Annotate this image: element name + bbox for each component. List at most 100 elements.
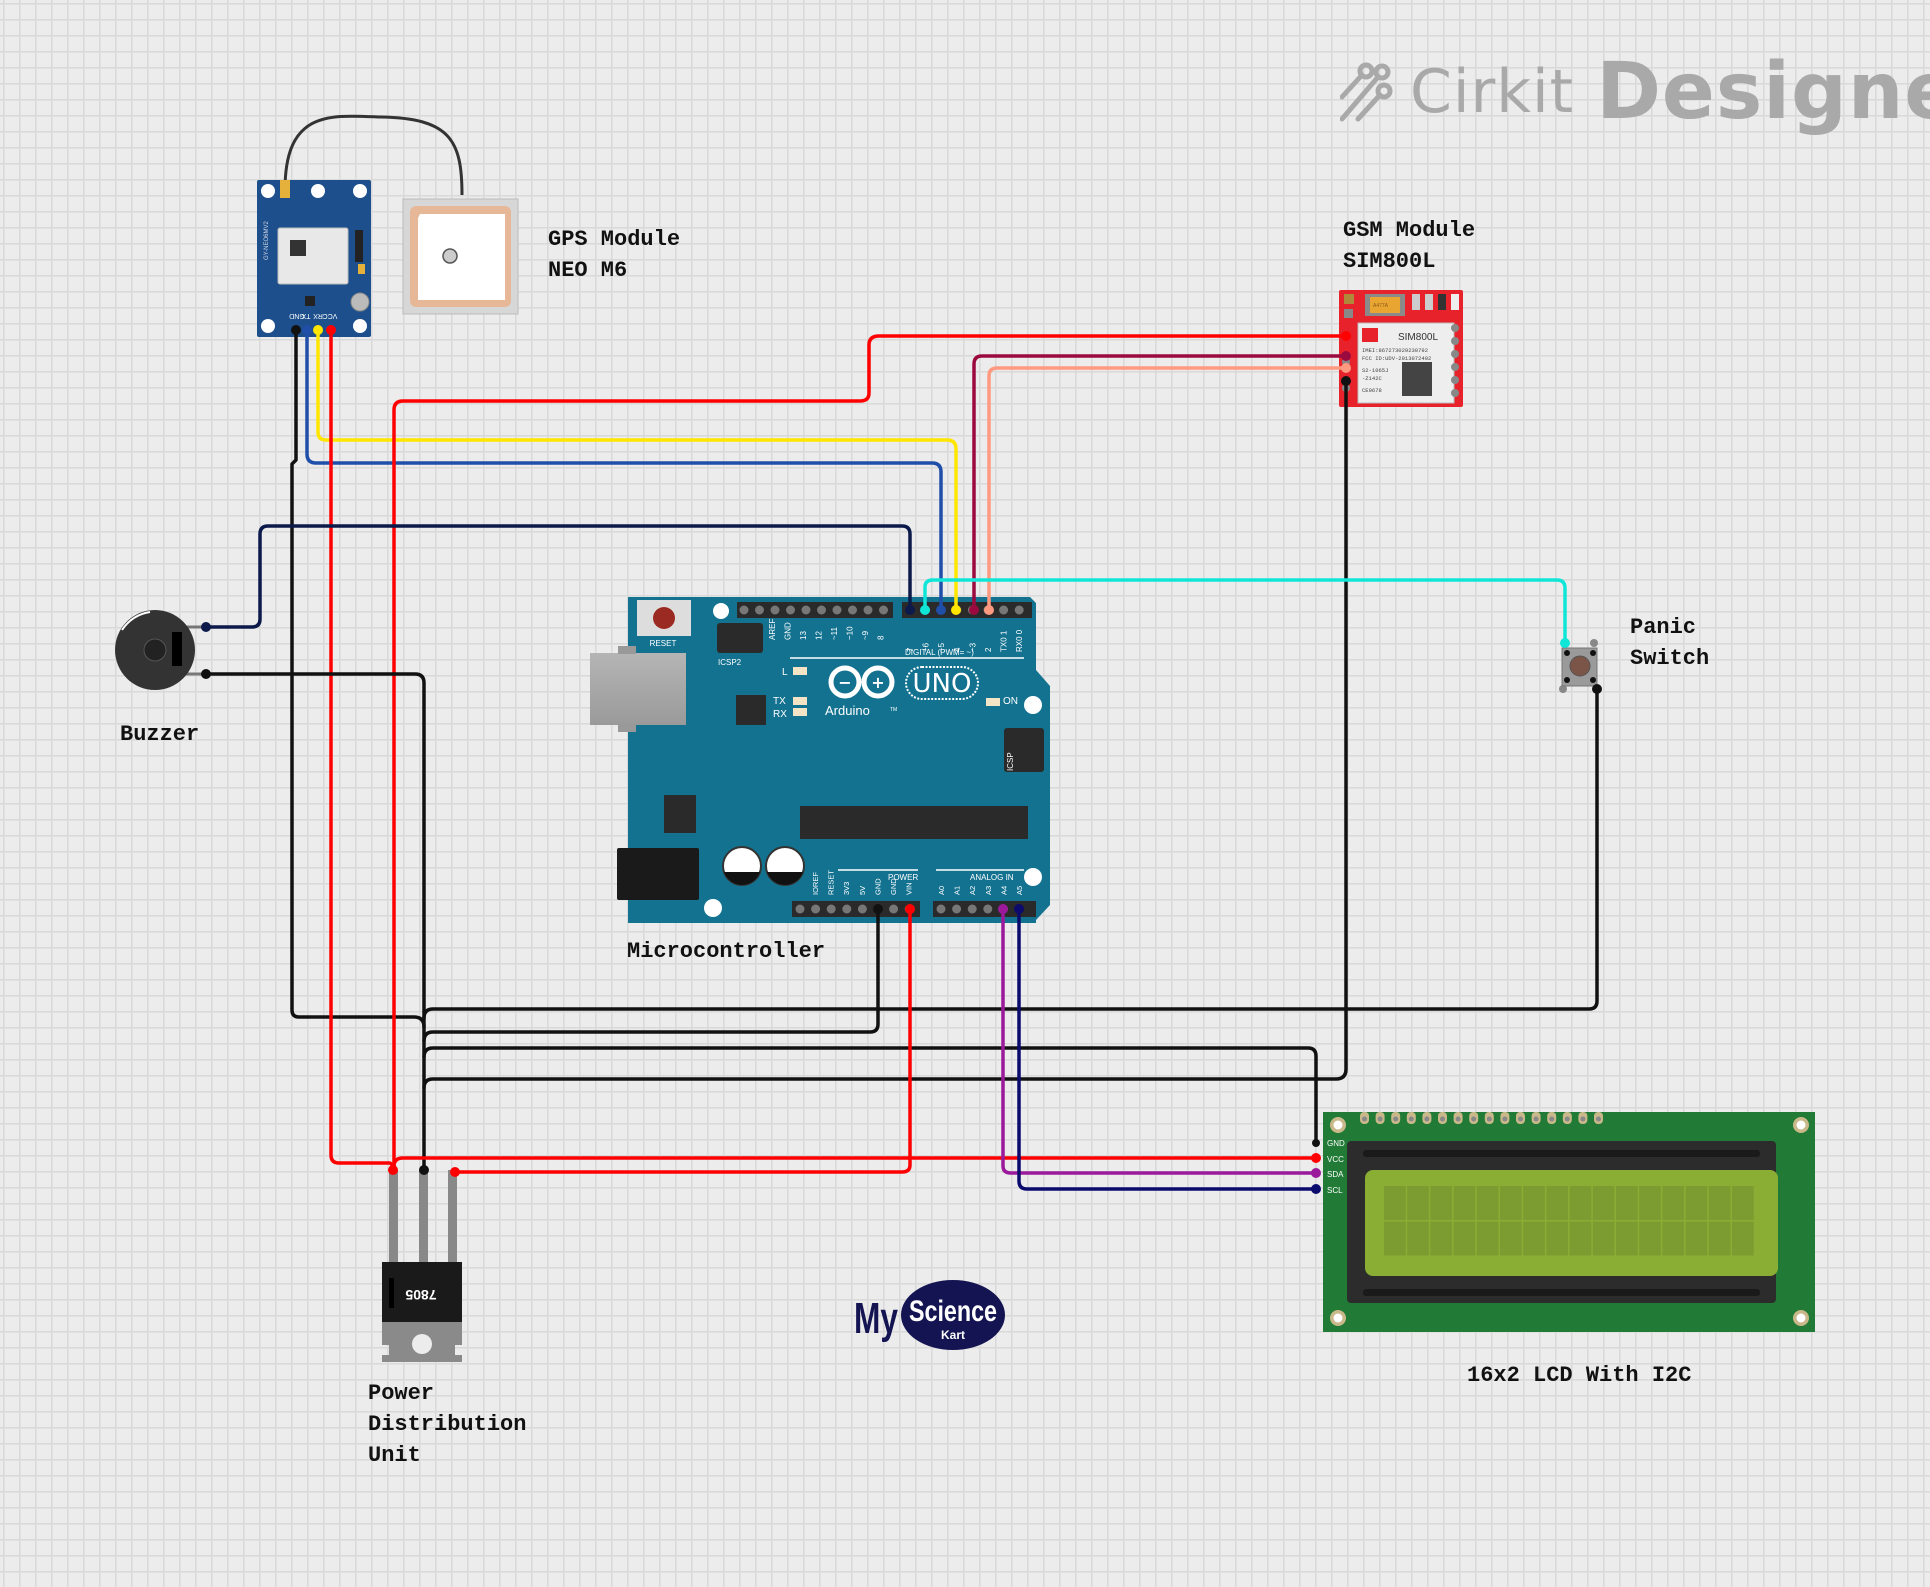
header-pin[interactable] <box>936 904 946 914</box>
lcd-header-pin <box>1424 1116 1430 1122</box>
header-pin[interactable] <box>755 605 764 615</box>
lcd-16x2-i2c[interactable]: GND VCC SDA SCL <box>1323 1112 1815 1332</box>
svg-text:My: My <box>854 1294 898 1343</box>
header-pin[interactable] <box>889 904 899 914</box>
wire-gps-vcc <box>329 328 395 1174</box>
lcd-char-cell <box>1639 1221 1661 1256</box>
panic-switch[interactable] <box>1559 639 1598 693</box>
microcontroller-label: Microcontroller <box>627 939 826 964</box>
digital-pin-label: GND <box>784 622 793 640</box>
wire-buzzer-d7 <box>204 524 912 629</box>
cirkit-logo-icon <box>1340 62 1393 122</box>
gps-pin-labels: GND TX RX VCC <box>289 312 337 319</box>
header-pin[interactable] <box>770 605 780 615</box>
header-pin[interactable] <box>801 605 811 615</box>
power-pin-label: RESET <box>827 870 836 895</box>
lcd-char-cell <box>1384 1221 1406 1256</box>
header-pin[interactable] <box>983 904 993 914</box>
lcd-char-cell <box>1453 1186 1476 1220</box>
lcd-char-cell <box>1592 1221 1615 1256</box>
led-label-rx: RX <box>773 709 787 720</box>
icsp-header <box>1004 728 1044 772</box>
lcd-char-cell <box>1476 1186 1499 1220</box>
header-pin[interactable] <box>999 605 1009 615</box>
lcd-char-cell <box>1546 1186 1569 1220</box>
digital-pin-label: ~10 <box>846 626 855 640</box>
led-label-l: L <box>782 667 788 678</box>
chip-small <box>736 695 766 725</box>
wires <box>204 328 1599 1191</box>
lcd-header-pin <box>1549 1116 1555 1122</box>
header-pin[interactable] <box>795 904 805 914</box>
svg-text:SCL: SCL <box>1327 1186 1343 1195</box>
digital-pin-label: 8 <box>877 635 886 640</box>
lcd-pin-labels: GND VCC SDA SCL <box>1327 1139 1345 1195</box>
header-pin[interactable] <box>1014 605 1024 615</box>
brand-name-bold: Designer <box>1596 47 1930 137</box>
digital-pin-label: 13 <box>799 631 808 640</box>
power-header <box>792 901 920 917</box>
power-jack <box>617 848 699 900</box>
svg-text:VCC: VCC <box>323 312 338 319</box>
header-pin[interactable] <box>786 605 795 615</box>
wire-gps-tx-d5 <box>305 328 943 612</box>
analog-pin-label: A1 <box>953 886 962 895</box>
arduino-uno[interactable]: RESET ICSP2 ICSP L TX RX ON Arduino TM −… <box>590 597 1050 923</box>
svg-text:RX: RX <box>313 312 323 319</box>
header-pin[interactable] <box>952 904 962 914</box>
svg-text:POWER: POWER <box>888 873 918 882</box>
buzzer[interactable] <box>115 610 206 690</box>
header-pin[interactable] <box>826 904 836 914</box>
header-pin[interactable] <box>842 904 852 914</box>
wire-arduino-vin <box>455 907 912 1174</box>
lcd-char-cell <box>1523 1186 1545 1220</box>
lcd-char-cell <box>1523 1221 1545 1256</box>
analog-pin-label: A2 <box>968 886 977 895</box>
svg-text:ICSP2: ICSP2 <box>718 658 742 667</box>
lcd-header-pin <box>1393 1116 1399 1122</box>
arduino-board <box>628 597 1050 923</box>
lcd-char-cell <box>1639 1186 1661 1220</box>
svg-text:+: + <box>871 673 884 692</box>
regulator-body <box>382 1262 462 1322</box>
power-pin-label: VIN <box>905 882 914 895</box>
svg-text:GND: GND <box>1327 1139 1345 1148</box>
wire-a4-sda <box>1001 907 1318 1175</box>
digital-pin-label: RX0 0 <box>1015 629 1024 652</box>
header-pin[interactable] <box>857 904 867 914</box>
lcd-char-cell <box>1616 1186 1638 1220</box>
power-pin-label: IOREF <box>811 872 820 895</box>
header-pin[interactable] <box>879 605 888 615</box>
icsp2-header <box>717 623 763 653</box>
gsm-module[interactable]: A477A SIM800L IMEI:867273029230792 FCC I… <box>1339 290 1463 407</box>
uno-label: UNO <box>913 669 972 699</box>
atmega-chip <box>800 806 1028 839</box>
svg-text:VCC: VCC <box>1327 1155 1344 1164</box>
analog-pin-label: A5 <box>1015 886 1024 895</box>
voltage-regulator-7805[interactable]: 7805 <box>382 1170 462 1362</box>
header-pin[interactable] <box>863 605 873 615</box>
gps-module[interactable]: GY-NEO6MV2 GND TX RX VCC <box>257 114 464 337</box>
lcd-header-pin <box>1440 1116 1445 1122</box>
svg-text:−: − <box>838 673 851 692</box>
svg-text:TX: TX <box>301 312 310 319</box>
lcd-char-cell <box>1708 1221 1731 1256</box>
digital-header-right <box>902 602 1032 618</box>
svg-text:IMEI:867273029230792: IMEI:867273029230792 <box>1362 347 1428 354</box>
header-pin[interactable] <box>967 904 977 914</box>
power-pin-label: 3V3 <box>842 882 851 895</box>
svg-text:Kart: Kart <box>941 1328 965 1342</box>
wire-arduino-gnd <box>422 907 880 1043</box>
gps-chip <box>277 227 349 285</box>
power-pin-label: GND <box>889 878 898 895</box>
lcd-char-cell <box>1500 1186 1522 1220</box>
lcd-header-pin <box>1486 1116 1492 1122</box>
header-pin[interactable] <box>811 904 821 914</box>
header-pin[interactable] <box>739 605 749 615</box>
header-pin[interactable] <box>848 605 857 615</box>
header-pin[interactable] <box>817 605 826 615</box>
header-pin[interactable] <box>832 605 842 615</box>
switch-button[interactable] <box>1569 655 1591 677</box>
